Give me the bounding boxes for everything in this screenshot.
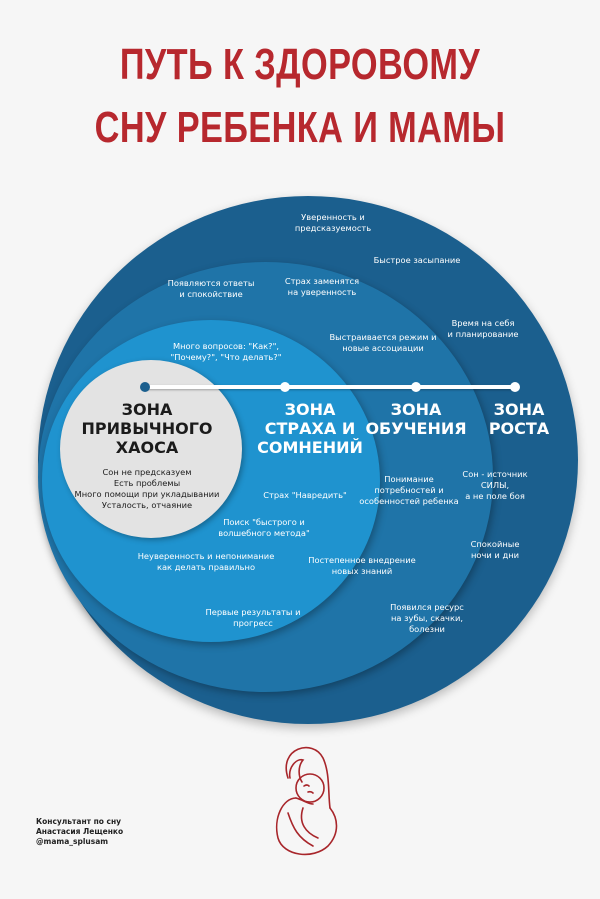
fear-item: Страх "Навредить" <box>263 490 347 500</box>
fear-item: Неуверенность и непонимание как делать п… <box>137 551 275 572</box>
learning-item: Понимание потребностей и особенностей ре… <box>359 474 459 506</box>
footer-credits: Консультант по сну Анастасия Лещенко @ma… <box>36 817 123 847</box>
growth-item: Время на себя и планирование <box>447 318 519 339</box>
zone-chaos-title: ЗОНА ПРИВЫЧНОГО ХАОСА <box>81 400 213 457</box>
timeline-line <box>145 385 515 389</box>
title-line-2: СНУ РЕБЕНКА И МАМЫ <box>94 103 506 152</box>
growth-item: Спокойные ночи и дни <box>470 539 520 560</box>
zone-chaos-items: Сон не предсказуем Есть проблемы Много п… <box>74 467 220 510</box>
learning-item: Постепенное внедрение новых знаний <box>308 555 416 576</box>
footer-name: Анастасия Лещенко <box>36 827 124 836</box>
zone-learning-title: ЗОНА ОБУЧЕНИЯ <box>365 400 467 438</box>
fear-item: Поиск "быстрого и волшебного метода" <box>218 517 310 538</box>
zone-growth-title: ЗОНА РОСТА <box>488 400 550 438</box>
timeline-dot-growth <box>510 382 520 392</box>
title-line-1: ПУТЬ К ЗДОРОВОМУ <box>119 40 481 89</box>
growth-item: Сон - источник СИЛЫ, а не поле боя <box>462 469 528 501</box>
learning-item: Страх заменятся на уверенность <box>284 276 360 297</box>
timeline-dot-learning <box>411 382 421 392</box>
footer-handle[interactable]: @mama_splusam <box>36 837 109 846</box>
growth-item: Уверенность и предсказуемость <box>294 212 372 233</box>
timeline-dot-chaos <box>140 382 150 392</box>
learning-item: Выстраивается режим и новые ассоциации <box>329 332 437 353</box>
growth-item: Быстрое засыпание <box>373 255 461 265</box>
learning-item: Появляются ответы и спокойствие <box>167 278 255 299</box>
footer-role: Консультант по сну <box>36 817 122 826</box>
growth-item: Появился ресурс на зубы, скачки, болезни <box>390 602 464 634</box>
timeline-dot-fear <box>280 382 290 392</box>
mother-baby-logo-icon <box>276 746 338 856</box>
learning-item: Первые результаты и прогресс <box>205 607 301 628</box>
fear-item: Много вопросов: "Как?", "Почему?", "Что … <box>170 341 282 362</box>
zone-chaos-circle <box>60 360 242 538</box>
zone-fear-title: ЗОНА СТРАХА И СОМНЕНИЙ <box>257 400 363 457</box>
